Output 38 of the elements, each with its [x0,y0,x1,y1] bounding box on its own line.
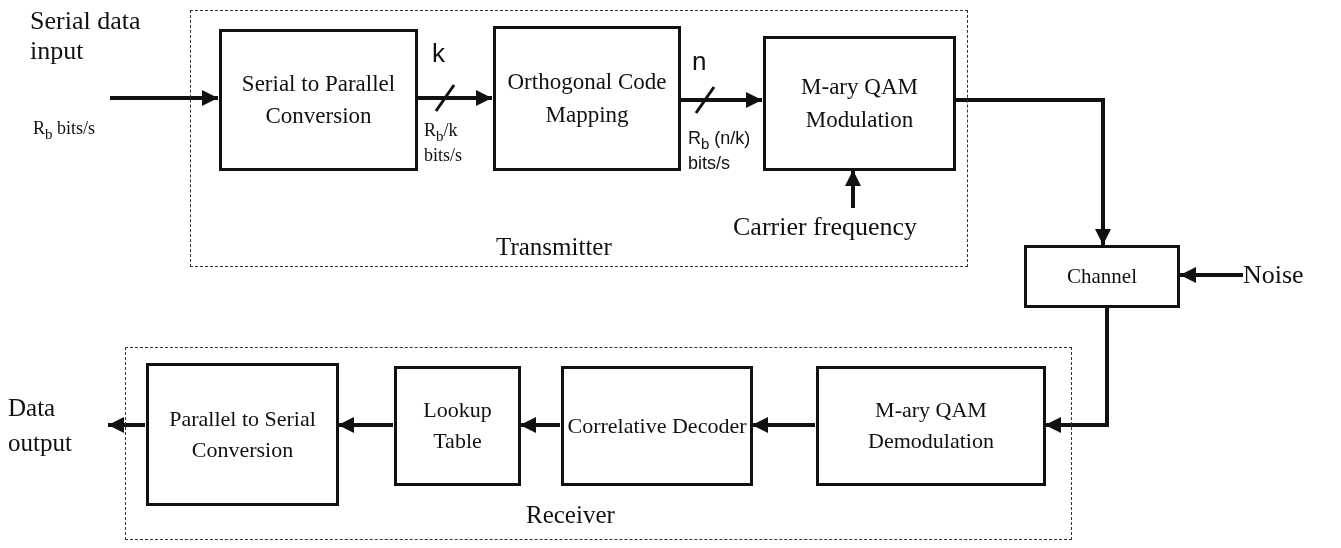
group-title: Transmitter [496,233,612,261]
arrow [1180,267,1243,283]
rate-label: R$_{b}$ (n/k) bits/s [688,128,752,175]
rate-label: R$_{b}$ bits/s [33,118,96,143]
process-box [1024,245,1180,308]
process-box [561,366,753,486]
arrow [845,170,861,208]
process-box [493,26,681,171]
arrow [1045,308,1109,433]
arrow [110,90,218,106]
signal-label: Carrier frequency [733,210,918,243]
block-label: Channel [1067,262,1137,290]
arrow [338,417,393,433]
process-box [763,36,956,171]
arrow [752,417,815,433]
block-label: Orthogonal Code Mapping [506,68,668,129]
arrow [680,92,762,108]
signal-label: Noise [1243,258,1304,291]
block-label: Correlative Decoder [567,411,747,440]
process-box [219,29,418,171]
arrow [417,90,492,106]
block-label: Lookup Table [422,396,493,455]
rate-label: R$_{b}$/k bits/s [424,120,463,167]
group-frame [190,10,968,267]
arrow [955,98,1111,245]
input-label: Serial data input [30,6,142,66]
signal-label: Data output [8,393,73,458]
block-label: Serial to Parallel Conversion [240,69,397,130]
process-box [394,366,521,486]
process-box [146,363,339,506]
block-label: Parallel to Serial Conversion [168,404,317,464]
arrow [520,417,560,433]
group-frame [125,347,1072,540]
block-label: M-ary QAM Modulation [800,73,919,134]
block-label: M-ary QAM Demodulation [867,396,995,455]
process-box [816,366,1046,486]
group-title: Receiver [526,501,615,529]
arrow [108,417,145,433]
